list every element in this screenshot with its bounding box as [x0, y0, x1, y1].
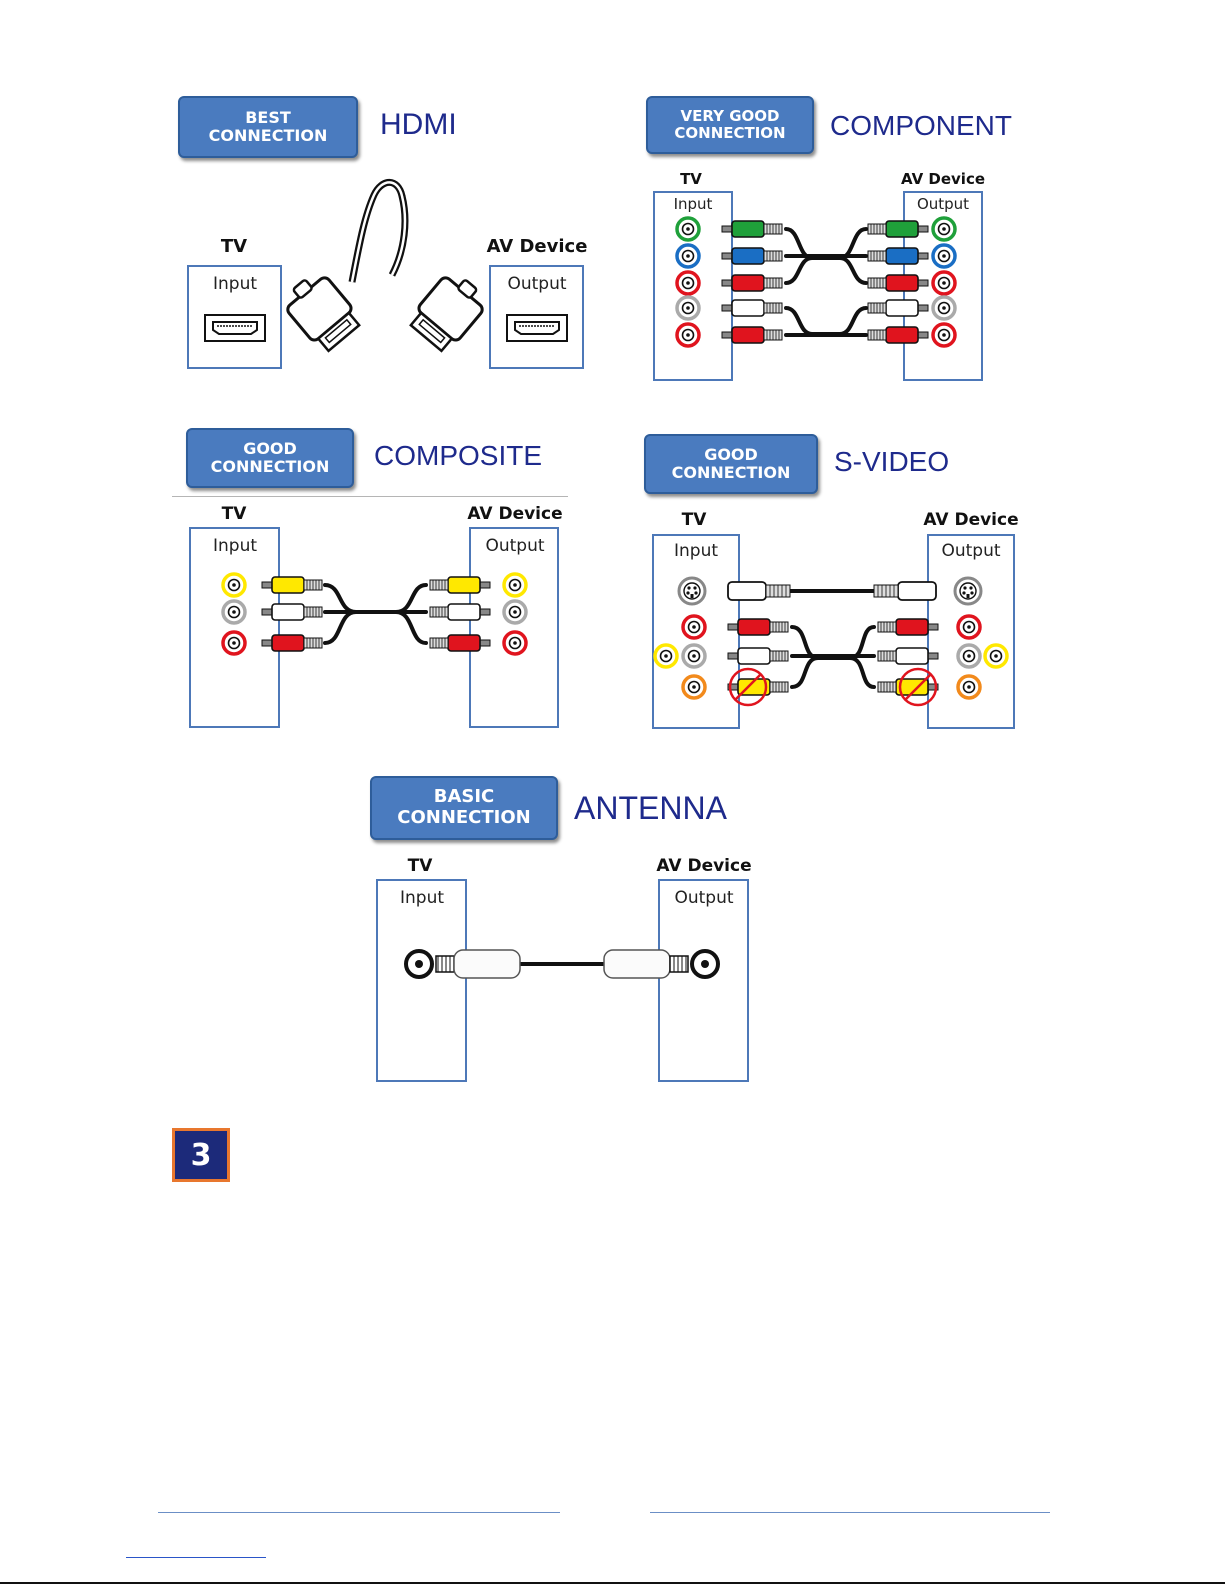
- tv-port-label: Input: [674, 541, 718, 561]
- blue-jack-icon: [677, 245, 699, 267]
- cable: [786, 229, 866, 258]
- av-device-label: AV Device: [901, 170, 985, 188]
- tv-label: TV: [408, 856, 434, 876]
- tv-port-label: Input: [400, 888, 444, 908]
- av-port-label: Output: [674, 888, 733, 908]
- hdmi-plug-icon: [406, 268, 491, 355]
- page-bottom-edge: [0, 1582, 1225, 1584]
- tv-panel: [190, 528, 279, 727]
- cable: [792, 658, 874, 687]
- white-jack-icon: [223, 601, 245, 623]
- tv-label: TV: [222, 504, 248, 524]
- orange-jack-icon: [683, 676, 705, 698]
- red-jack-icon: [958, 616, 980, 638]
- av-device-label: AV Device: [656, 856, 751, 876]
- tv-label: TV: [221, 236, 247, 257]
- component-diagram: TV Input AV Device Output: [654, 170, 985, 380]
- red-jack-icon: [677, 324, 699, 346]
- cable: [786, 308, 866, 334]
- coax-jack-icon: [406, 951, 432, 977]
- red-jack-icon: [223, 632, 245, 654]
- white-jack-icon: [683, 645, 705, 667]
- red-jack-icon: [933, 272, 955, 294]
- red-jack-icon: [504, 632, 526, 654]
- white-jack-icon: [958, 645, 980, 667]
- hdmi-port-icon: [507, 315, 567, 341]
- av-device-label: AV Device: [467, 504, 562, 524]
- svideo-jack-icon: [955, 578, 981, 604]
- white-jack-icon: [677, 297, 699, 319]
- red-jack-icon: [933, 324, 955, 346]
- cable: [325, 612, 426, 643]
- yellow-jack-icon: [655, 645, 677, 667]
- tv-panel: [377, 880, 466, 1081]
- av-device-panel: [470, 528, 558, 727]
- footer-rule-right: [650, 1512, 1050, 1513]
- red-jack-icon: [683, 616, 705, 638]
- svideo-diagram: TV Input AV Device Output: [653, 510, 1019, 728]
- cable: [786, 258, 866, 283]
- svideo-plug-icon: [728, 582, 790, 600]
- white-jack-icon: [504, 601, 526, 623]
- coax-jack-icon: [692, 951, 718, 977]
- av-device-label: AV Device: [923, 510, 1018, 530]
- av-port-label: Output: [507, 274, 566, 294]
- yellow-jack-icon: [223, 574, 245, 596]
- tv-port-label: Input: [213, 274, 257, 294]
- av-port-label: Output: [941, 541, 1000, 561]
- footer-rule-left: [158, 1512, 560, 1513]
- tv-label: TV: [680, 170, 702, 188]
- footer-link-underline: [126, 1557, 266, 1558]
- svideo-plug-icon: [874, 582, 936, 600]
- antenna-diagram: TV Input AV Device Output: [377, 856, 752, 1081]
- blue-jack-icon: [933, 245, 955, 267]
- tv-label: TV: [682, 510, 708, 530]
- yellow-jack-icon: [504, 574, 526, 596]
- tv-port-label: Input: [674, 195, 713, 213]
- orange-jack-icon: [958, 676, 980, 698]
- white-jack-icon: [933, 297, 955, 319]
- av-port-label: Output: [485, 536, 544, 556]
- svideo-jack-icon: [679, 578, 705, 604]
- composite-diagram: TV Input AV Device Output: [190, 504, 563, 727]
- hdmi-diagram: TV Input AV Device Output: [188, 182, 587, 368]
- av-device-panel: [659, 880, 748, 1081]
- red-jack-icon: [677, 272, 699, 294]
- green-jack-icon: [677, 218, 699, 240]
- green-jack-icon: [933, 218, 955, 240]
- step-number-badge: 3: [172, 1128, 230, 1182]
- hdmi-port-icon: [205, 315, 265, 341]
- av-device-label: AV Device: [487, 236, 588, 257]
- tv-port-label: Input: [213, 536, 257, 556]
- yellow-jack-icon: [985, 645, 1007, 667]
- cable: [792, 627, 874, 658]
- cable: [325, 585, 426, 612]
- av-port-label: Output: [917, 195, 969, 213]
